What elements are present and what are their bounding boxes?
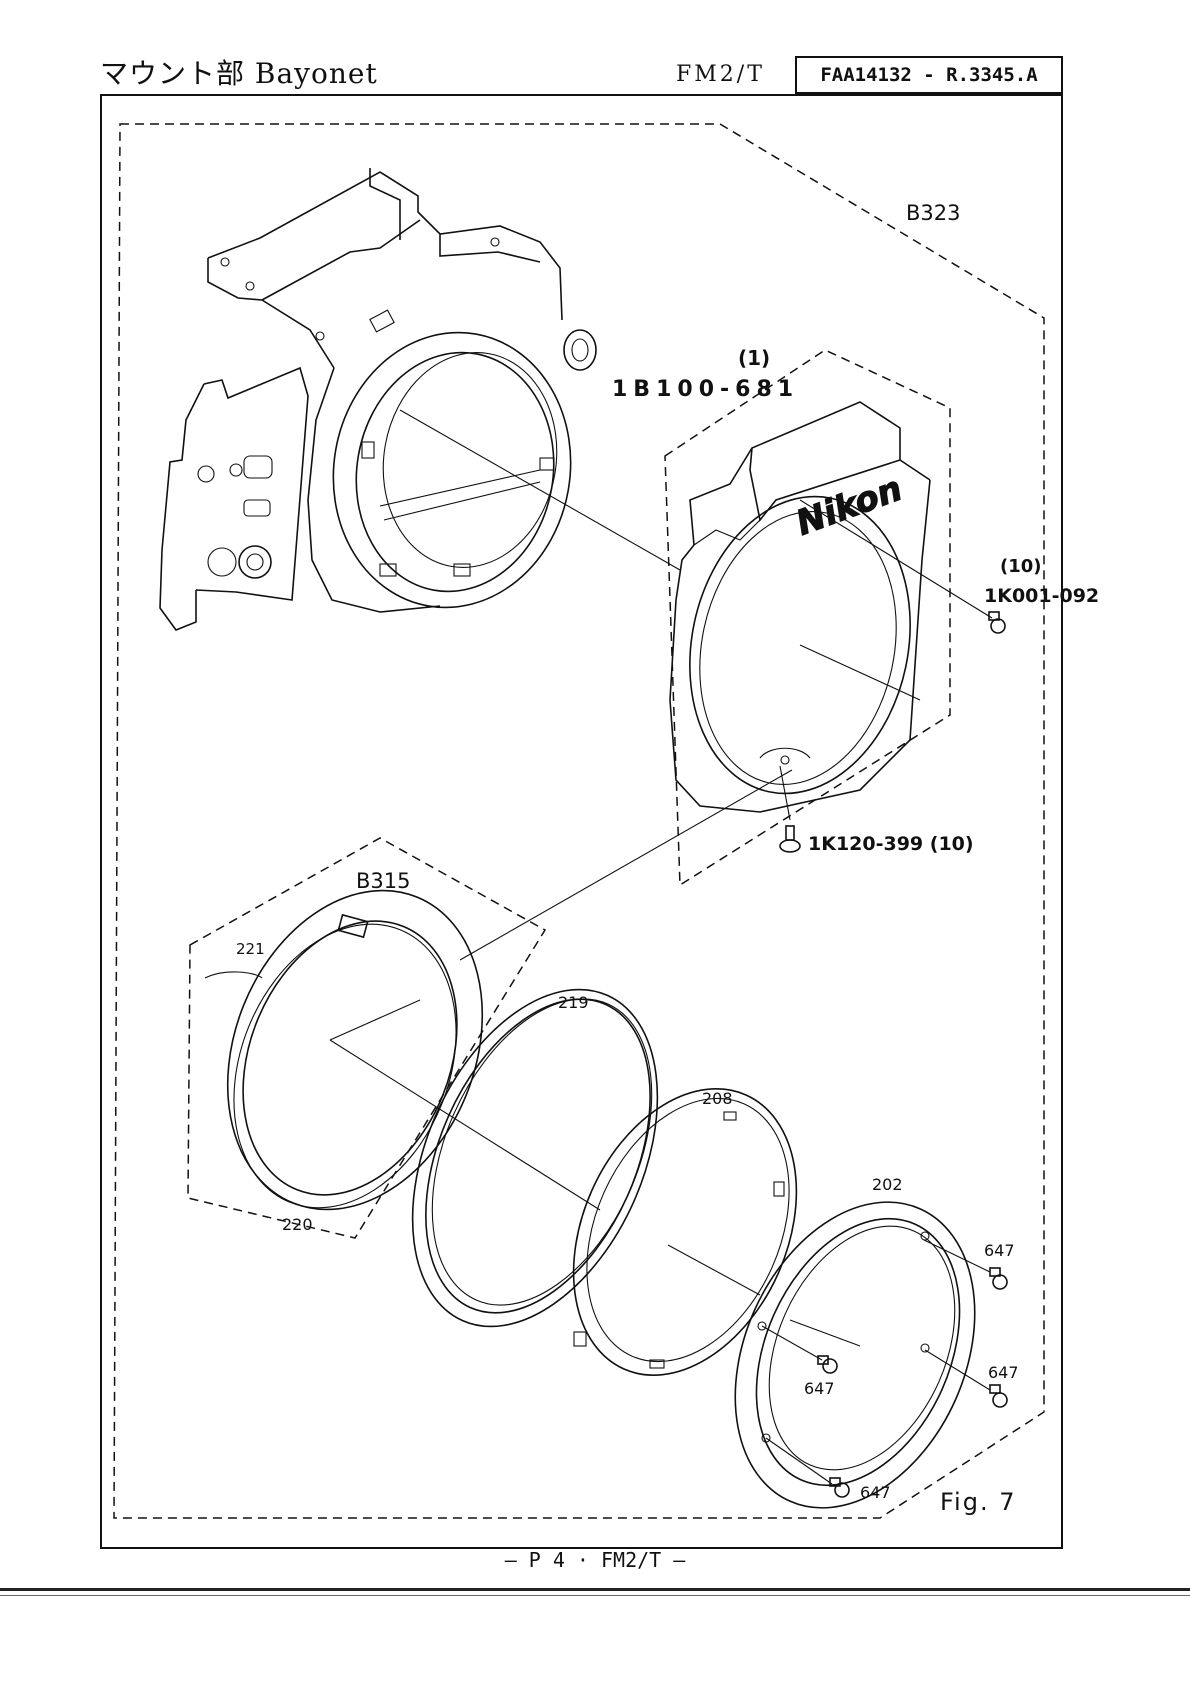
bottom-rule [0,1588,1190,1591]
screw-647-b [818,1356,837,1373]
page-footer: — P 4 · FM2/T — [0,1548,1190,1572]
label-b315: B315 [356,869,411,893]
label-647-c: 647 [988,1363,1019,1382]
brand-logo: Nikon [791,469,907,544]
label-part-1-code: 1B100-681 [612,377,799,402]
label-647-b: 647 [804,1379,835,1398]
label-219: 219 [558,993,589,1012]
label-screw-top-code: 1K001-092 [984,585,1099,607]
screw-647-a [990,1268,1007,1289]
screw-1k120-399 [780,826,800,852]
label-b323: B323 [906,201,961,225]
label-208: 208 [702,1089,733,1108]
label-220: 220 [282,1215,313,1234]
label-221: 221 [236,940,265,958]
assembly-axis-lines [330,410,992,1484]
label-screw-bottom: 1K120-399 (10) [808,833,974,855]
assembly-b315-boundary [188,838,545,1238]
label-202: 202 [872,1175,903,1194]
part-1-boundary [665,350,950,885]
ring-219 [364,951,706,1364]
bottom-rule-thin [0,1595,1190,1596]
label-647-d: 647 [860,1483,891,1502]
front-cover-part-1: Nikon [663,402,937,814]
assembly-b323-boundary [114,124,1044,1518]
label-647-a: 647 [984,1241,1015,1260]
label-part-1-qty: (1) [738,346,770,370]
figure-label: Fig. 7 [940,1488,1017,1516]
spring-221 [205,972,262,978]
screw-647-d [830,1478,849,1497]
screw-647-c [990,1385,1007,1407]
mirror-box-body [160,168,596,630]
screw-1k001-092 [989,612,1005,633]
plate-208 [531,1053,839,1410]
label-screw-top-qty: (10) [1000,556,1042,577]
